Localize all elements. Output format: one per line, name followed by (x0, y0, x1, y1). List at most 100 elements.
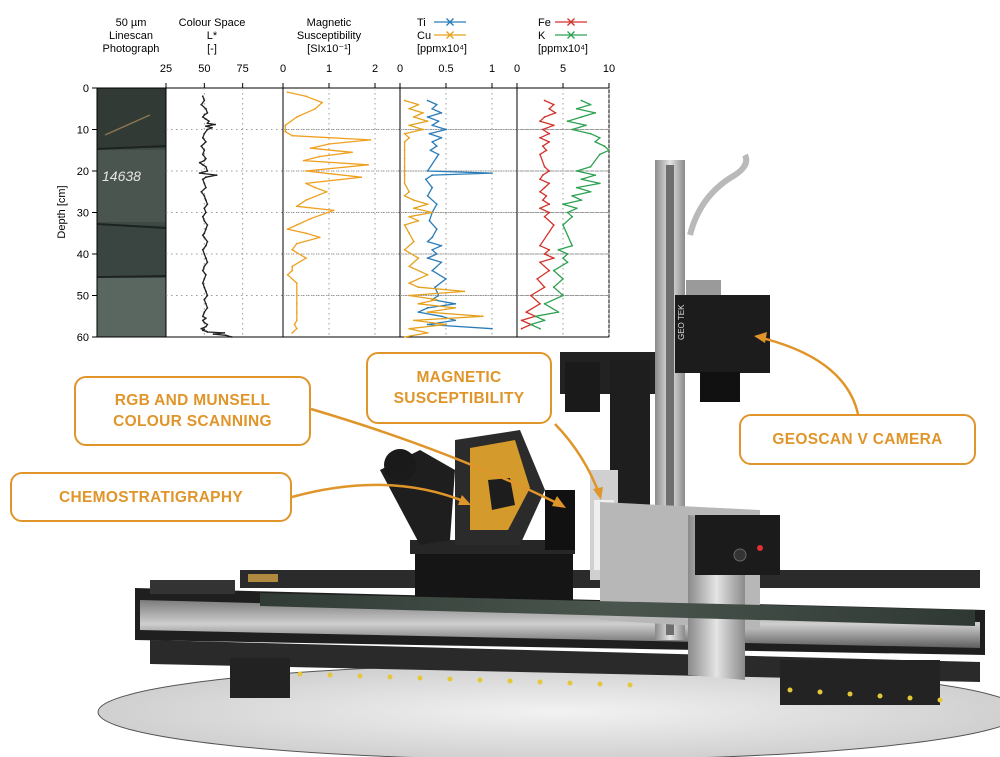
magnetic-susceptibility-point (305, 170, 307, 172)
magnetic-susceptibility-point (291, 248, 294, 251)
depth-tick-label: 20 (77, 166, 89, 178)
cu-legend-swatch-marker (446, 31, 454, 39)
cu-point (431, 211, 434, 214)
ti-point (434, 286, 436, 289)
colour-space-point (203, 219, 206, 222)
cu-point (422, 128, 424, 131)
rgb-munsell-callout: RGB AND MUNSELL COLOUR SCANNING (74, 376, 311, 446)
colour-space-point (205, 176, 207, 179)
ti-point (429, 149, 432, 152)
magnetic-susceptibility-point (305, 95, 307, 98)
ti-point (437, 120, 440, 123)
fe-point (548, 107, 551, 110)
k-point (566, 120, 569, 123)
magnetic-susceptibility-point (321, 101, 323, 104)
k-point (575, 170, 578, 172)
colour-space-title-2: L* (207, 30, 218, 42)
k-legend-label: K (538, 30, 546, 42)
colour-space-point (205, 317, 207, 320)
geoscan-callout-line-1: GEOSCAN V CAMERA (772, 431, 943, 448)
fe-point (552, 103, 555, 106)
colour-space-point (201, 319, 204, 322)
x-tick-label: 25 (160, 63, 172, 75)
magnetic-susceptibility-point (328, 143, 330, 145)
k-point (566, 253, 569, 255)
colour-space-point (224, 334, 227, 337)
cu-point (403, 165, 406, 168)
colour-space-title-1: Colour Space (179, 17, 246, 29)
track-rail (135, 570, 985, 705)
colour-space-point (205, 290, 207, 293)
k-point (543, 319, 546, 322)
fe-point (545, 195, 548, 197)
cu-point (412, 319, 415, 322)
k-point (562, 294, 564, 297)
ti-point (454, 319, 457, 322)
colour-space-point (215, 174, 218, 177)
colour-space-point (205, 228, 207, 231)
colour-space-point (203, 195, 206, 197)
colour-space-point (203, 114, 206, 116)
ti-point (426, 195, 429, 197)
colour-space-point (205, 330, 207, 333)
depth-tick-label: 40 (77, 249, 89, 261)
magnetic-susceptibility-point (305, 182, 307, 185)
k-point (589, 132, 592, 135)
fe-point (543, 99, 546, 102)
ti-point (435, 228, 438, 231)
fe-point (541, 145, 544, 148)
cu-point (426, 273, 429, 276)
colour-space-point (203, 232, 206, 235)
fe-point (548, 182, 551, 185)
k-point (580, 178, 583, 181)
magnetic-susceptibility-point (351, 151, 353, 154)
colour-space-point (201, 163, 204, 166)
ti-point (445, 278, 447, 280)
colour-space-point (205, 211, 207, 214)
magnetic-susceptibility-point (325, 190, 328, 193)
colour-space-point (205, 257, 207, 259)
colour-space-point (205, 125, 207, 128)
ti-point (431, 141, 434, 143)
k-point (566, 211, 569, 214)
cu-point (408, 327, 411, 330)
colour-space-point (203, 182, 206, 185)
photo-header-line-2: Linescan (109, 30, 153, 42)
colour-space-point (203, 159, 206, 162)
k-point (594, 174, 597, 177)
fe-point (539, 207, 541, 210)
magnetic-susceptibility-point (286, 273, 289, 276)
k-point (585, 124, 587, 127)
ti-cu-units: [ppmx10⁴] (417, 43, 467, 55)
colour-space-point (203, 99, 206, 102)
magnetic-susceptibility-point (360, 176, 363, 179)
fe-point (545, 149, 548, 152)
ti-point (426, 240, 429, 243)
cu-point (408, 124, 411, 127)
fe-point (539, 302, 541, 305)
magnetic-susceptibility-point (332, 209, 335, 212)
k-point (543, 302, 546, 305)
cu-legend-label: Cu (417, 30, 431, 42)
fe-k-units: [ppmx10⁴] (538, 43, 588, 55)
colour-space-point (205, 157, 207, 160)
ti-point (445, 128, 447, 131)
carriage-frame (600, 502, 780, 680)
colour-space-point (203, 149, 206, 152)
fe-point (541, 128, 544, 131)
mag-arrowhead (593, 487, 603, 500)
ti-point (454, 302, 457, 305)
colour-space-point (201, 95, 204, 98)
colour-space-point (201, 153, 204, 156)
cu-point (463, 290, 466, 293)
colour-space-point (203, 328, 206, 331)
fe-point (520, 327, 523, 330)
photo-header-line-3: Photograph (103, 43, 160, 55)
magnetic-susceptibility-point (291, 269, 294, 272)
colour-space-point (206, 224, 209, 226)
fe-point (539, 120, 541, 123)
ti-point (426, 323, 429, 326)
fe-point (543, 286, 546, 289)
k-point (598, 153, 601, 156)
